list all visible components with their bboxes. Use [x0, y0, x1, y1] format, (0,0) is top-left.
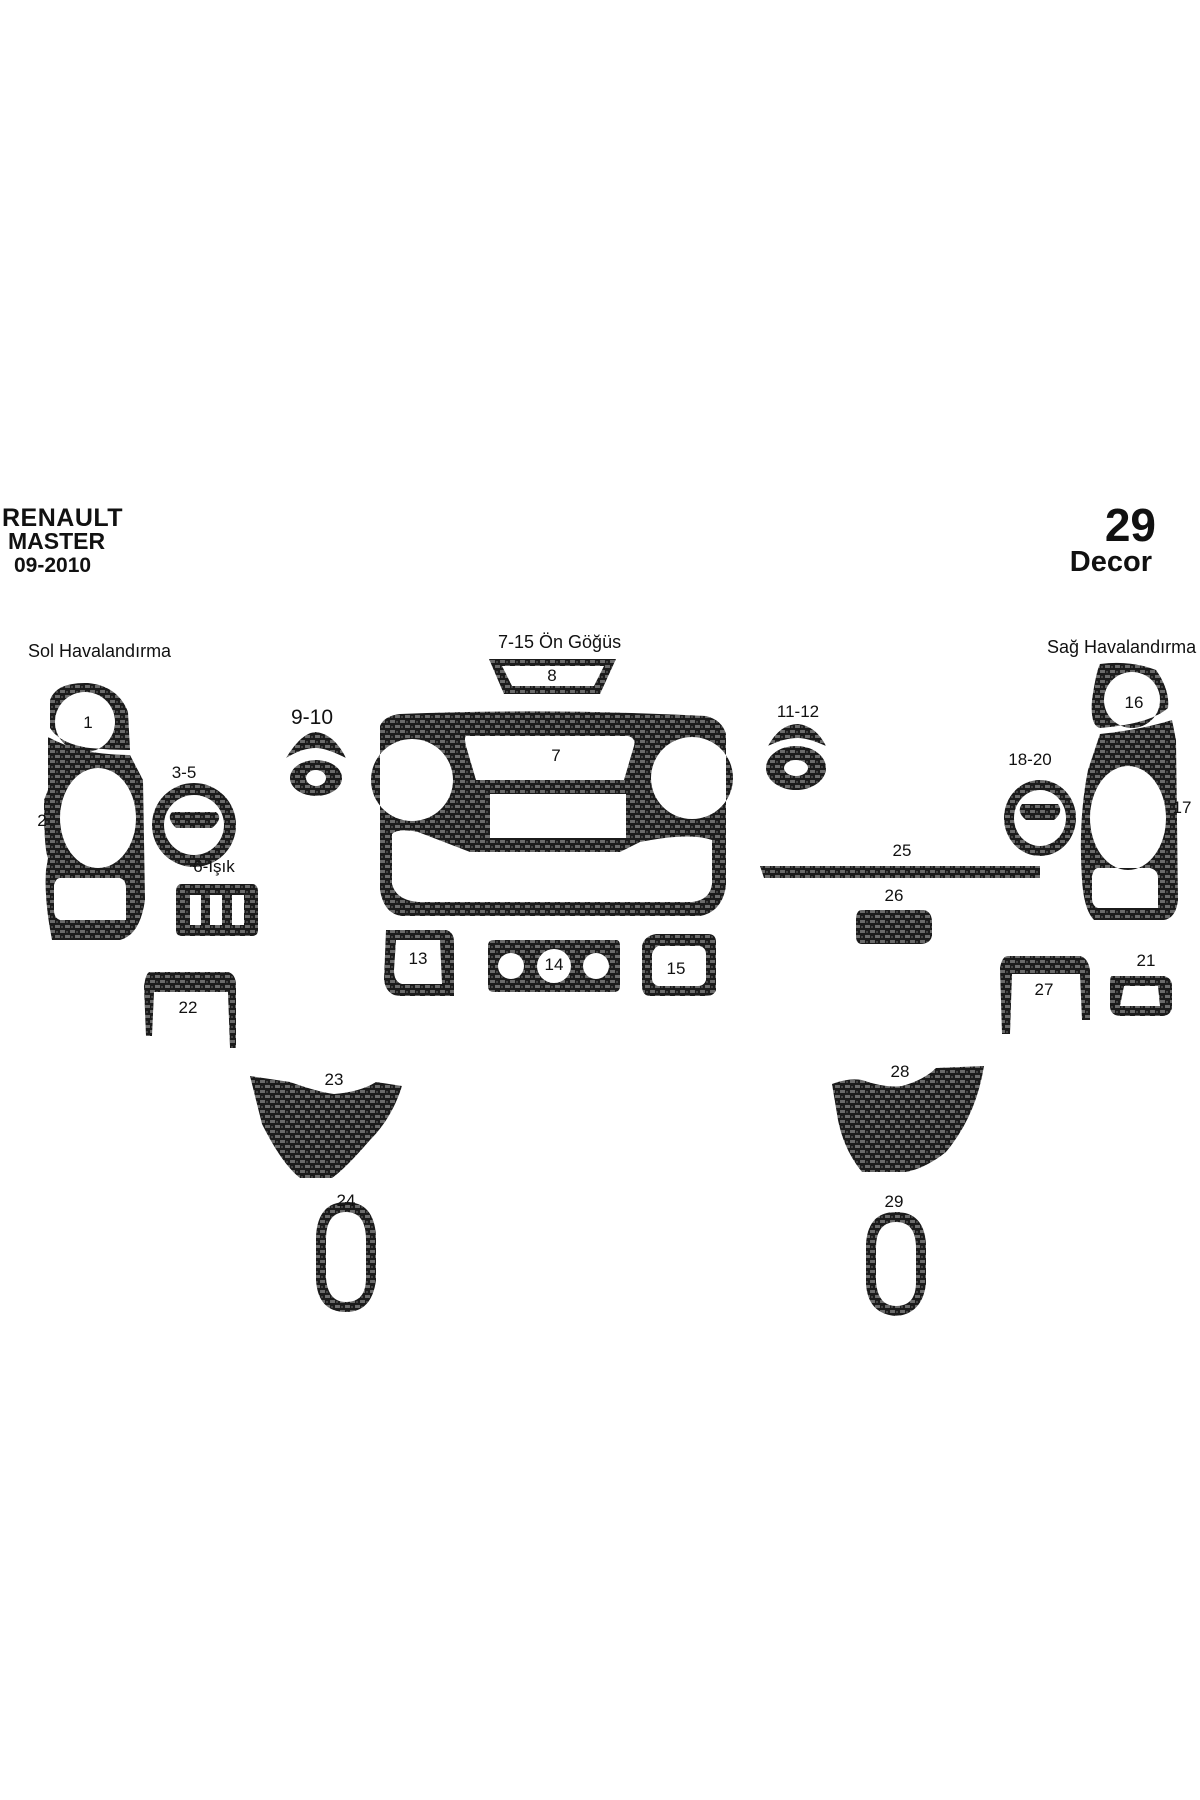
part-21: 21 [1110, 951, 1172, 1016]
part-26: 26 [856, 886, 932, 944]
part-13: 13 [384, 930, 454, 996]
part-22: 22 [144, 972, 236, 1048]
part-2: 2 [37, 737, 145, 940]
group-label-left-vents: Sol Havalandırma [28, 641, 172, 661]
part-label-16: 16 [1125, 693, 1144, 712]
part-18-20: 18-20 [1004, 750, 1076, 856]
part-label-14: 14 [545, 955, 564, 974]
kit-number: 29 [1104, 499, 1156, 551]
part-label-23: 23 [325, 1070, 344, 1089]
part-label-22: 22 [179, 998, 198, 1017]
part-label-9-10: 9-10 [291, 706, 333, 729]
part-7: 7 [371, 711, 733, 916]
part-8: 8 [489, 659, 616, 694]
part-1: 1 [50, 682, 130, 752]
part-6: 6-Işık [176, 857, 258, 936]
part-label-27: 27 [1035, 980, 1054, 999]
part-label-11-12: 11-12 [777, 702, 819, 721]
part-label-29: 29 [885, 1192, 904, 1211]
part-label-6: 6-Işık [193, 857, 235, 876]
group-label-front-console: 7-15 Ön Göğüs [498, 632, 621, 652]
part-label-28: 28 [891, 1062, 910, 1081]
part-label-21: 21 [1137, 951, 1156, 970]
part-label-2: 2 [37, 811, 46, 830]
part-14: 14 [488, 940, 620, 992]
part-label-24: 24 [337, 1191, 356, 1210]
part-17: 17 [1080, 720, 1192, 920]
part-28: 28 [832, 1062, 984, 1172]
group-label-right-vents: Sağ Havalandırma [1047, 637, 1197, 657]
brand-name: RENAULT [2, 504, 124, 532]
part-24: 24 [316, 1191, 376, 1312]
kit-type: Decor [1069, 546, 1152, 578]
part-label-25: 25 [893, 841, 912, 860]
model-years: 09-2010 [14, 554, 92, 577]
part-label-13: 13 [409, 949, 428, 968]
part-label-1: 1 [83, 713, 92, 732]
model-name: MASTER [8, 528, 106, 554]
part-15: 15 [642, 934, 716, 996]
part-label-15: 15 [667, 959, 686, 978]
part-25: 25 [760, 841, 1040, 878]
part-16: 16 [1091, 662, 1169, 728]
part-3-5: 3-5 [152, 763, 236, 867]
part-label-18-20: 18-20 [1008, 750, 1051, 769]
part-label-3-5: 3-5 [172, 763, 197, 782]
part-label-8: 8 [547, 666, 556, 685]
part-label-7: 7 [551, 746, 560, 765]
part-29: 29 [866, 1192, 926, 1316]
part-label-17: 17 [1173, 798, 1192, 817]
part-11-12: 11-12 [766, 702, 826, 790]
part-23: 23 [250, 1070, 402, 1178]
part-9-10: 9-10 [286, 706, 346, 796]
part-27: 27 [1000, 956, 1090, 1034]
part-label-26: 26 [885, 886, 904, 905]
